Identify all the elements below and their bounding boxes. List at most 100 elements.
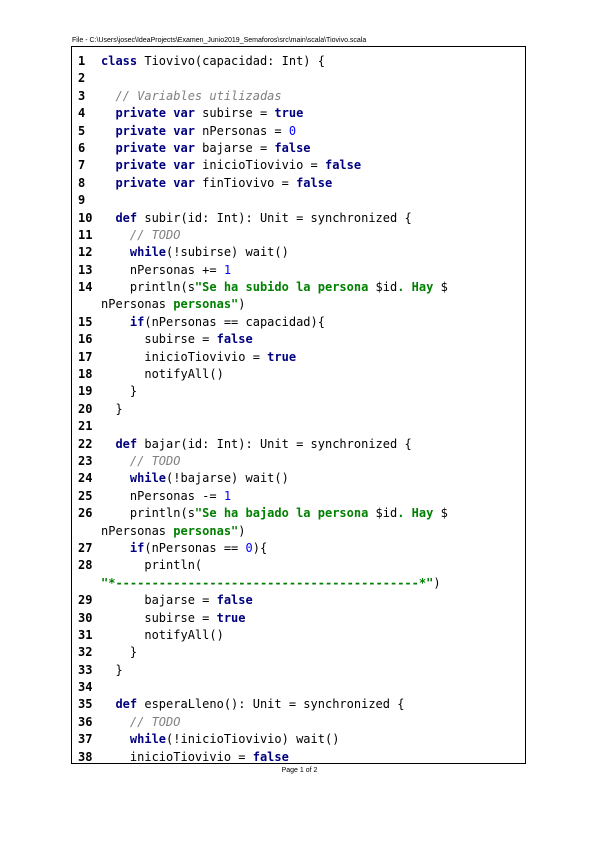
code-wrap-continuation: nPersonas personas") <box>101 523 246 540</box>
code-text: if(nPersonas == 0){ <box>101 540 267 557</box>
code-text: private var finTiovivo = false <box>101 175 332 192</box>
code-line: 33 } <box>72 662 525 679</box>
code-token-kw: private var <box>115 158 203 173</box>
line-number: 34 <box>78 680 93 695</box>
line-number: 33 <box>78 662 93 677</box>
code-line: 23 // TODO <box>72 453 525 470</box>
line-number: 12 <box>78 245 93 260</box>
code-token-plain: ){ <box>252 540 268 555</box>
line-number: 14 <box>78 280 93 295</box>
code-token-plain: inicioTiovivio = <box>202 158 325 173</box>
code-token-plain: println( <box>101 558 203 573</box>
line-number: 21 <box>78 419 93 434</box>
code-token-plain: $ <box>440 506 448 521</box>
code-token-cmt: // TODO <box>129 453 181 468</box>
code-token-kw: private var <box>115 123 203 138</box>
line-number: 25 <box>78 488 93 503</box>
code-line: 12 while(!subirse) wait() <box>72 244 525 261</box>
code-line: 9 <box>72 192 525 209</box>
code-token-kw: true <box>267 349 297 364</box>
code-token-plain: (nPersonas == capacidad){ <box>144 314 325 329</box>
line-number: 28 <box>78 558 93 573</box>
line-number: 4 <box>78 106 86 121</box>
code-token-plain: println(s <box>101 280 195 295</box>
code-token-kw: true <box>216 610 246 625</box>
code-token-kw: false <box>274 140 311 155</box>
line-number: 22 <box>78 436 93 451</box>
code-token-cmt: // Variables utilizadas <box>115 88 282 103</box>
code-token-plain <box>101 245 130 259</box>
code-line: 30 subirse = true <box>72 610 525 627</box>
code-text: subirse = true <box>101 610 246 627</box>
code-token-num: 1 <box>223 262 232 277</box>
code-token-plain <box>101 697 115 711</box>
line-number: 10 <box>78 210 93 225</box>
code-token-plain: (nPersonas == <box>144 540 246 555</box>
line-number: 19 <box>78 384 93 399</box>
code-line: 5 private var nPersonas = 0 <box>72 123 525 140</box>
code-line: 8 private var finTiovivo = false <box>72 175 525 192</box>
code-token-kw: if <box>129 540 145 555</box>
code-token-kw: false <box>252 749 289 764</box>
line-number: 3 <box>78 88 86 103</box>
code-line: 6 private var bajarse = false <box>72 140 525 157</box>
code-token-plain: ) <box>238 297 246 312</box>
code-line: 27 if(nPersonas == 0){ <box>72 540 525 557</box>
code-token-plain: (!bajarse) wait() <box>166 471 289 486</box>
code-line: 20 } <box>72 401 525 418</box>
code-line: 29 bajarse = false <box>72 592 525 609</box>
code-token-plain: } <box>101 384 138 399</box>
code-token-kw: false <box>216 332 253 347</box>
code-text: // TODO <box>101 453 181 470</box>
code-text: class Tiovivo(capacidad: Int) { <box>101 53 325 70</box>
code-line: 28 println( <box>72 557 525 574</box>
line-number: 35 <box>78 697 93 712</box>
code-text: nPersonas += 1 <box>101 262 231 279</box>
code-token-plain: subir(id: Int): Unit = synchronized { <box>144 210 412 225</box>
code-token-kw: while <box>129 732 167 747</box>
line-number: 1 <box>78 54 86 68</box>
code-text: // Variables utilizadas <box>101 88 282 105</box>
code-token-plain: nPersonas -= <box>101 488 224 503</box>
code-text: def subir(id: Int): Unit = synchronized … <box>101 210 412 227</box>
code-token-plain <box>101 315 130 329</box>
code-token-plain: bajarse = <box>202 140 275 155</box>
code-text: subirse = false <box>101 331 253 348</box>
code-token-cmt: // TODO <box>129 714 181 729</box>
code-text: // TODO <box>101 714 181 731</box>
code-text: while(!bajarse) wait() <box>101 470 289 487</box>
code-token-kw: false <box>296 175 333 190</box>
code-token-plain: esperaLleno(): Unit = synchronized { <box>144 697 405 712</box>
code-token-plain: bajar(id: Int): Unit = synchronized { <box>144 436 412 451</box>
code-token-plain <box>101 211 115 225</box>
code-token-plain: $ <box>440 280 448 295</box>
code-token-str: . Hay <box>397 506 441 521</box>
line-number: 18 <box>78 367 93 382</box>
code-line: 22 def bajar(id: Int): Unit = synchroniz… <box>72 436 525 453</box>
code-token-plain: subirse = <box>101 610 217 625</box>
line-number: 31 <box>78 627 93 642</box>
code-line: 15 if(nPersonas == capacidad){ <box>72 314 525 331</box>
code-token-plain: nPersonas += <box>101 262 224 277</box>
code-text: bajarse = false <box>101 592 252 609</box>
code-token-kw: def <box>115 436 145 451</box>
code-token-plain <box>101 228 130 242</box>
code-token-kw: def <box>115 210 145 225</box>
code-text: nPersonas -= 1 <box>101 488 231 505</box>
line-number: 8 <box>78 175 86 190</box>
code-text: private var inicioTiovivio = false <box>101 157 361 174</box>
line-number: 11 <box>78 227 93 242</box>
code-token-kw: false <box>324 158 362 173</box>
code-wrap-continuation: nPersonas personas") <box>101 296 246 313</box>
code-text: inicioTiovivio = false <box>101 749 289 764</box>
code-line: 18 notifyAll() <box>72 366 525 383</box>
code-token-kw: class <box>101 54 145 68</box>
line-number: 36 <box>78 714 93 729</box>
code-wrap-continuation: "*--------------------------------------… <box>101 575 441 592</box>
code-token-plain: } <box>101 645 138 660</box>
code-token-plain <box>101 176 115 190</box>
code-token-plain: println(s <box>101 506 195 521</box>
line-number: 17 <box>78 349 93 364</box>
line-number: 13 <box>78 262 93 277</box>
